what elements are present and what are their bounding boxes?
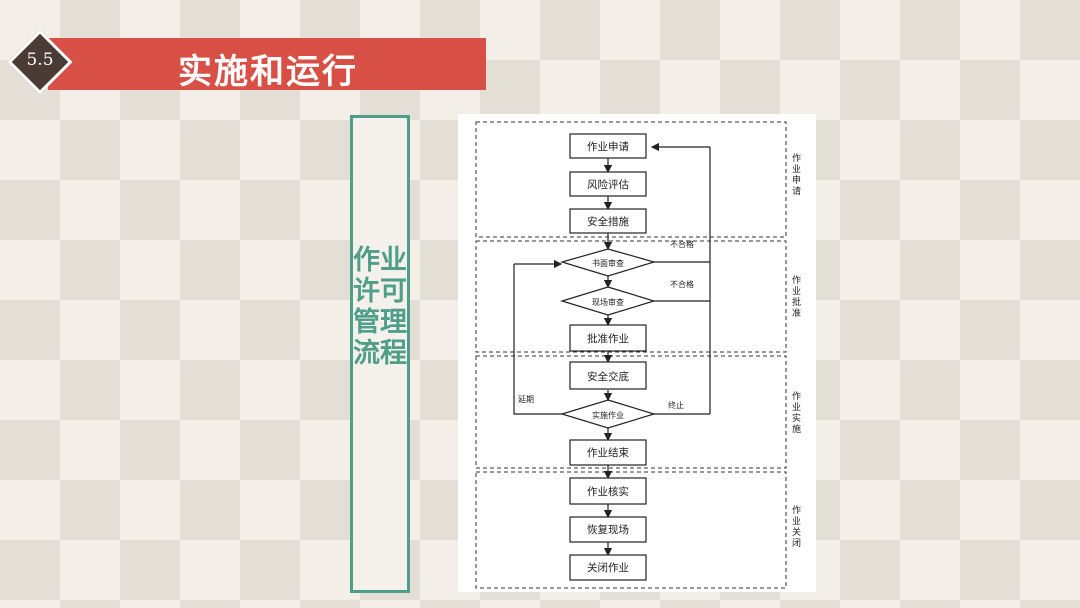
step-label: 作业结束 (587, 446, 629, 459)
title-bar (48, 38, 486, 90)
step-label: 安全交底 (587, 370, 629, 383)
step-label: 作业申请 (587, 140, 629, 153)
side-label-frame (350, 115, 410, 593)
phase-box-implement (475, 355, 787, 469)
phase-box-approve (475, 240, 787, 353)
step-box (569, 133, 647, 159)
step-box (569, 171, 647, 197)
edge-label-fail: 不合格 (670, 279, 694, 289)
step-box (569, 516, 647, 543)
step-box (569, 361, 647, 390)
phase-label: 作业申请 (792, 154, 802, 197)
step-box (569, 208, 647, 234)
step-box (569, 439, 647, 466)
edge-label-adjust: 延期 (518, 394, 534, 404)
step-label: 风险评估 (587, 178, 629, 191)
phase-label: 作业批准 (792, 276, 802, 319)
flowchart-panel: 作业申请 风险评估 安全措施 书面审查 现场审查 批准作业 安全交底 实施作业 … (458, 114, 816, 592)
phase-box-close (475, 471, 787, 589)
step-label: 安全措施 (587, 215, 629, 228)
flowchart: 作业申请 风险评估 安全措施 书面审查 现场审查 批准作业 安全交底 实施作业 … (475, 121, 787, 589)
edge-label-stop: 终止 (668, 400, 684, 410)
decision-label: 实施作业 (592, 410, 624, 420)
decision-diamond (559, 399, 657, 429)
decision-diamond (559, 286, 657, 316)
step-label: 恢复现场 (587, 523, 629, 536)
decision-label: 书面审查 (592, 258, 624, 268)
step-box (569, 477, 647, 505)
section-number: 5.5 (26, 50, 54, 70)
decision-diamond (559, 248, 657, 277)
side-label: 作业许可管理流程 (353, 245, 407, 369)
step-box (569, 324, 647, 352)
step-box (569, 554, 647, 581)
page-title: 实施和运行 (178, 52, 358, 92)
edge-label-fail: 不合格 (670, 239, 694, 249)
phase-label: 作业实施 (792, 392, 802, 435)
phase-box-apply (475, 121, 787, 238)
step-label: 关闭作业 (587, 561, 629, 574)
step-label: 作业核实 (587, 485, 629, 498)
decision-label: 现场审查 (592, 297, 624, 307)
step-label: 批准作业 (587, 332, 629, 345)
phase-label: 作业关闭 (792, 506, 802, 549)
